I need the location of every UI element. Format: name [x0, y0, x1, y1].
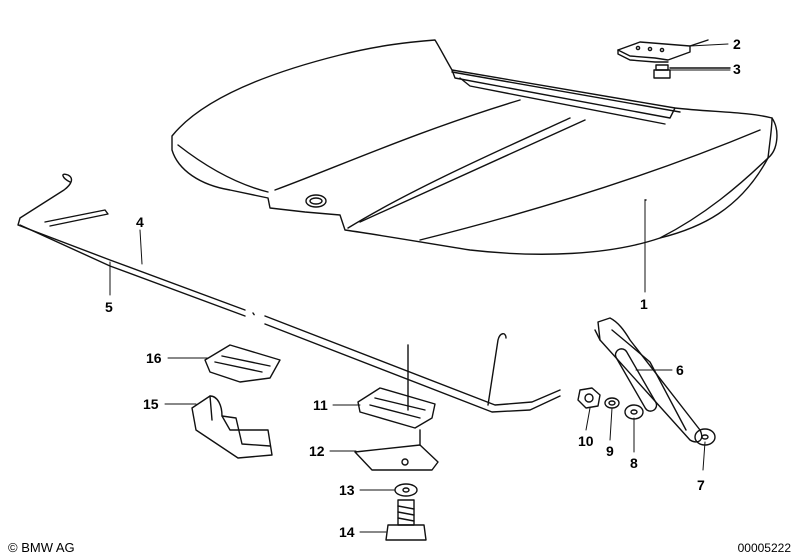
- leader-lines: [109, 43, 731, 533]
- holder-part-11: [357, 344, 436, 429]
- callout-9: 9: [606, 443, 614, 459]
- callout-4: 4: [136, 214, 144, 230]
- callout-6: 6: [676, 362, 684, 378]
- callout-16: 16: [146, 350, 162, 366]
- copyright-label: © BMW AG: [8, 540, 75, 555]
- callout-1: 1: [640, 296, 648, 312]
- hinge-bracket: [617, 39, 709, 63]
- callout-12: 12: [309, 443, 325, 459]
- nut-part-10: [577, 387, 601, 409]
- callout-5: 5: [105, 299, 113, 315]
- support-plate-part-12: [354, 429, 439, 471]
- callout-10: 10: [578, 433, 594, 449]
- hood-support-rod: [17, 173, 561, 413]
- callout-13: 13: [339, 482, 355, 498]
- washer-part-8: [624, 404, 644, 420]
- bolt-part-14: [385, 499, 427, 541]
- diagram-number: 00005222: [737, 541, 791, 555]
- callout-14: 14: [339, 524, 355, 540]
- callout-11: 11: [313, 397, 328, 413]
- washer-part-9: [604, 397, 620, 409]
- bolt-small: [653, 64, 731, 79]
- callout-7: 7: [697, 477, 705, 493]
- clip-part-15: [191, 395, 273, 459]
- callout-3: 3: [733, 61, 741, 77]
- callout-2: 2: [733, 36, 741, 52]
- engine-hood: [171, 39, 778, 255]
- callout-15: 15: [143, 396, 159, 412]
- clip-part-16: [204, 344, 281, 383]
- washer-part-13: [394, 483, 418, 497]
- callout-8: 8: [630, 455, 638, 471]
